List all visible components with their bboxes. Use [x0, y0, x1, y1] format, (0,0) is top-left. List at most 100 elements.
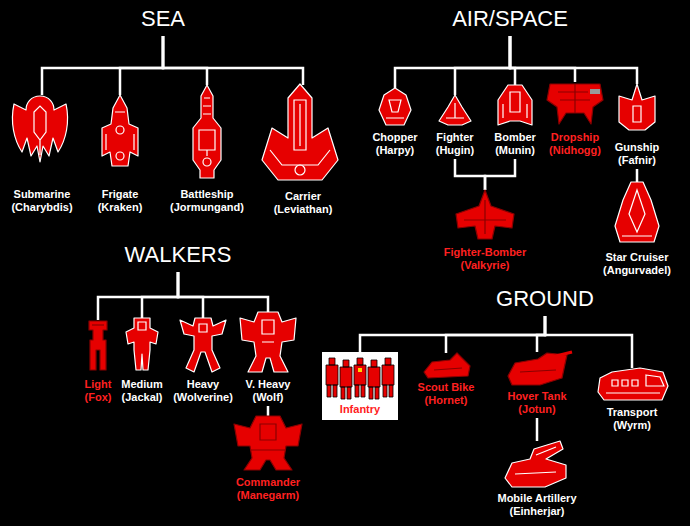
infantry-icon-part — [354, 358, 366, 397]
star-cruiser-icon-part — [615, 182, 659, 242]
fighter-bomber-icon-part — [464, 200, 506, 234]
dropship-icon-part — [558, 84, 590, 113]
tree-connector — [120, 36, 163, 95]
tree-connector — [455, 36, 510, 95]
unit-entry: Medium (Jackal) — [114, 318, 170, 406]
light-walker-icon-part — [92, 324, 104, 325]
infantry-icon-part — [322, 352, 398, 420]
battleship-icon-part — [193, 85, 221, 178]
star-cruiser-icon — [615, 182, 659, 242]
submarine-icon-part — [34, 106, 46, 155]
tree-connector — [455, 159, 485, 190]
unit-entry: Carrier (Leviathan) — [266, 85, 341, 218]
unit-label: Gunship (Fafnir) — [610, 141, 664, 167]
heavy-walker-icon — [180, 318, 226, 372]
heading-text: SEA — [141, 6, 185, 32]
category-heading: WALKERS — [121, 242, 236, 272]
carrier-icon-part — [262, 84, 338, 180]
unit-label: Hover Tank (Jotun) — [500, 390, 575, 416]
carrier-icon — [262, 84, 338, 180]
unit-entry: Dropship (Nidhogg) — [543, 82, 607, 159]
transport-icon-part — [598, 368, 668, 400]
hover-tank-icon-part — [556, 352, 572, 356]
unit-entry: Submarine (Charybdis) — [2, 95, 82, 216]
scout-bike-icon-part — [434, 368, 462, 370]
battleship-icon-part — [199, 98, 215, 156]
unit-entry: Scout Bike (Hornet) — [410, 353, 482, 409]
unit-entry: Infantry — [322, 352, 398, 418]
unit-label: Carrier (Leviathan) — [266, 190, 341, 216]
tree-connector — [485, 159, 515, 190]
gunship-icon-part — [633, 106, 641, 122]
infantry-icon — [322, 352, 398, 420]
dropship-icon-part — [590, 89, 600, 94]
chopper-icon-part — [386, 100, 404, 118]
tree-connector — [163, 36, 303, 85]
tree-connector — [510, 36, 637, 84]
tree-connector — [178, 272, 203, 318]
tree-connector — [178, 272, 268, 312]
unit-label: Heavy (Wolverine) — [165, 378, 241, 404]
unit-label: Commander (Manegarm) — [226, 476, 311, 502]
unit-entry: Hover Tank (Jotun) — [500, 352, 575, 418]
tree-connector — [267, 406, 270, 416]
unit-entry: Bomber (Munin) — [487, 85, 543, 159]
battleship-icon-part — [203, 158, 211, 166]
gunship-icon-part — [619, 84, 655, 130]
battleship-icon — [193, 85, 221, 178]
star-cruiser-icon-part — [622, 190, 652, 236]
dropship-icon — [547, 84, 603, 124]
medium-walker-icon-part — [138, 322, 146, 330]
tree-connector — [395, 36, 510, 88]
heading-text: WALKERS — [125, 242, 232, 268]
unit-label: Frigate (Kraken) — [90, 188, 150, 214]
unit-entry: Light (Fox) — [78, 320, 118, 406]
unit-entry: Chopper (Harpy) — [365, 88, 425, 159]
unit-label: Chopper (Harpy) — [365, 131, 425, 157]
submarine-icon — [12, 96, 67, 162]
very-heavy-walker-icon — [240, 312, 296, 372]
tree-connector — [360, 316, 545, 352]
infantry-icon-part — [326, 358, 338, 397]
scout-bike-icon — [424, 353, 470, 378]
category-heading: SEA — [137, 6, 189, 36]
bomber-icon-part — [503, 92, 527, 118]
mobile-artillery-icon-part — [505, 441, 566, 487]
medium-walker-icon-part — [126, 318, 158, 370]
unit-label: V. Heavy (Wolf) — [238, 378, 298, 404]
heading-text: AIR/SPACE — [452, 6, 568, 32]
unit-entry: Gunship (Fafnir) — [610, 84, 664, 169]
mobile-artillery-icon-part — [515, 447, 556, 474]
tree-connector — [42, 36, 163, 95]
unit-label: Mobile Artillery (Einherjar) — [487, 492, 587, 518]
transport-icon-part — [606, 375, 664, 393]
unit-label: Bomber (Munin) — [487, 131, 543, 157]
tree-connector — [163, 36, 207, 85]
unit-entry: Fighter (Hugin) — [428, 95, 483, 159]
fighter-icon — [439, 95, 471, 125]
commander-walker-icon-part — [234, 416, 302, 470]
hover-tank-icon-part — [508, 353, 567, 385]
submarine-icon-part — [12, 96, 67, 162]
unit-entry: Mobile Artillery (Einherjar) — [487, 441, 587, 520]
unit-label: Scout Bike (Hornet) — [410, 381, 482, 407]
chopper-icon — [379, 88, 411, 125]
dropship-icon-part — [547, 84, 603, 124]
heavy-walker-icon-part — [199, 324, 207, 332]
chopper-icon-part — [379, 88, 411, 125]
heading-text: GROUND — [496, 286, 594, 312]
infantry-icon-part — [340, 360, 352, 399]
carrier-icon-part — [295, 165, 305, 175]
commander-walker-icon-part — [250, 424, 286, 450]
very-heavy-walker-icon-part — [262, 320, 274, 342]
category-heading: AIR/SPACE — [448, 6, 572, 36]
tree-connector — [536, 418, 539, 441]
bomber-icon — [498, 85, 532, 125]
light-walker-icon-part — [89, 321, 107, 370]
fighter-icon-part — [439, 95, 471, 125]
unit-entry: Star Cruiser (Angurvadel) — [592, 182, 682, 279]
fighter-bomber-icon — [456, 190, 514, 239]
commander-walker-icon — [234, 416, 302, 470]
